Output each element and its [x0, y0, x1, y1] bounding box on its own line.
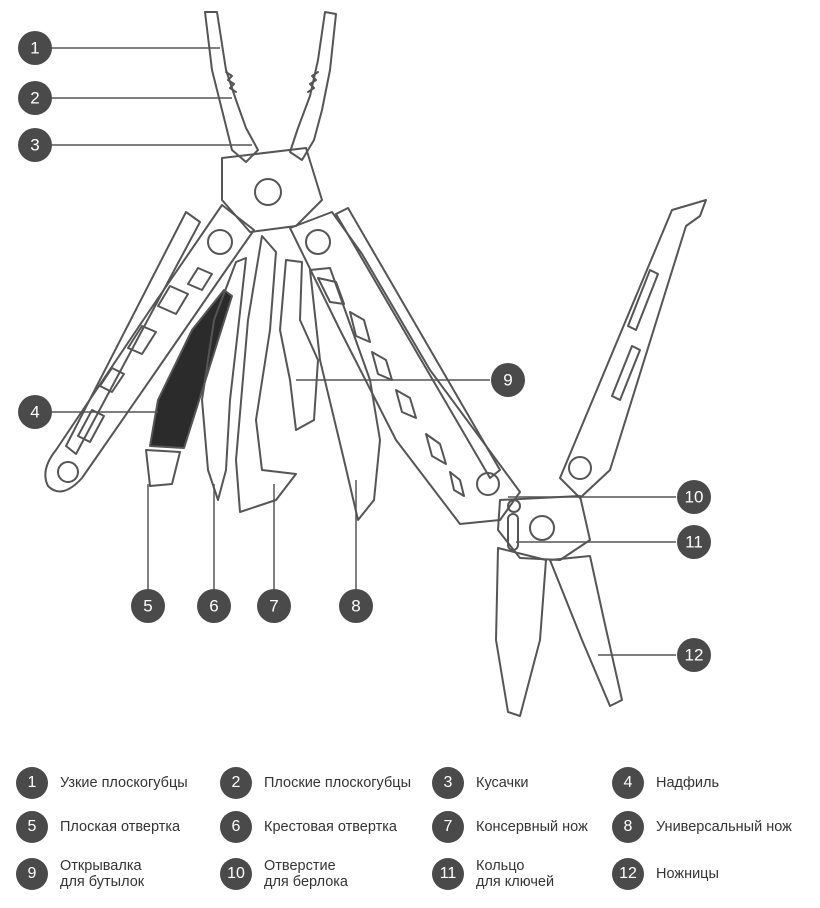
left-torx-screw	[207, 229, 233, 255]
legend-label: Кусачки	[476, 775, 529, 791]
callout-12: 12	[677, 638, 711, 672]
legend-num: 1	[16, 767, 48, 799]
legend-item-12: 12 Ножницы	[612, 858, 719, 890]
legend-num: 8	[612, 811, 644, 843]
bottle-opener	[279, 259, 319, 431]
callout-3: 3	[18, 128, 52, 162]
svg-text:9: 9	[503, 371, 512, 390]
svg-text:8: 8	[351, 597, 360, 616]
legend-label: Универсальный нож	[656, 819, 792, 835]
multitool-drawing	[44, 11, 707, 717]
legend-num: 10	[220, 858, 252, 890]
legend-item-6: 6 Крестовая отвертка	[220, 811, 397, 843]
callout-6: 6	[197, 589, 231, 623]
svg-text:12: 12	[685, 646, 704, 665]
scissors-spring-arm	[559, 199, 707, 499]
callout-7: 7	[257, 589, 291, 623]
needle-file	[149, 289, 233, 449]
legend-num: 6	[220, 811, 252, 843]
leader-lines	[52, 47, 676, 656]
svg-text:3: 3	[30, 136, 39, 155]
legend-num: 2	[220, 767, 252, 799]
jaw-teeth	[225, 71, 319, 93]
legend-item-9: 9 Открывалка для бутылок	[16, 858, 144, 890]
right-handle	[289, 211, 521, 525]
legend-label: Кольцо для ключей	[476, 858, 555, 890]
legend-num: 12	[612, 858, 644, 890]
left-handle-cutouts	[77, 267, 213, 443]
spring-arm-screw	[568, 456, 592, 480]
right-handle-rail	[335, 207, 501, 479]
right-torx-screw	[305, 229, 331, 255]
scissors-pivot	[529, 515, 555, 541]
pivot-bolt	[254, 178, 282, 206]
legend-label: Консервный нож	[476, 819, 588, 835]
right-jaw	[289, 11, 337, 161]
svg-text:4: 4	[30, 403, 39, 422]
scissors-blade-left	[495, 547, 547, 717]
spring-arm-slots	[611, 269, 659, 401]
legend-num: 5	[16, 811, 48, 843]
callout-11: 11	[677, 525, 711, 559]
legend-label: Надфиль	[656, 775, 720, 791]
legend-item-3: 3 Кусачки	[432, 767, 529, 799]
legend-label: Узкие плоскогубцы	[60, 775, 188, 791]
legend-num: 4	[612, 767, 644, 799]
can-opener	[235, 235, 297, 513]
legend-num: 11	[432, 858, 464, 890]
legend-item-2: 2 Плоские плоскогубцы	[220, 767, 411, 799]
keyring-hole	[507, 499, 521, 513]
svg-text:10: 10	[685, 488, 704, 507]
callout-8: 8	[339, 589, 373, 623]
legend-item-11: 11 Кольцо для ключей	[432, 858, 554, 890]
left-end-screw	[57, 461, 79, 483]
legend-item-4: 4 Надфиль	[612, 767, 719, 799]
legend-item-1: 1 Узкие плоскогубцы	[16, 767, 188, 799]
left-handle-rail	[65, 211, 201, 455]
svg-text:6: 6	[209, 597, 218, 616]
svg-text:2: 2	[30, 89, 39, 108]
legend-item-8: 8 Универсальный нож	[612, 811, 792, 843]
callout-9: 9	[491, 363, 525, 397]
universal-knife	[309, 267, 381, 521]
legend-label: Отверстие для берлока	[264, 858, 348, 890]
svg-text:7: 7	[269, 597, 278, 616]
callout-2: 2	[18, 81, 52, 115]
callout-1: 1	[18, 31, 52, 65]
key-ring	[507, 513, 519, 551]
scissors-torx-screw	[476, 472, 500, 496]
callout-4: 4	[18, 395, 52, 429]
legend-label: Крестовая отвертка	[264, 819, 397, 835]
callout-5: 5	[131, 589, 165, 623]
legend-num: 9	[16, 858, 48, 890]
legend-label: Плоские плоскогубцы	[264, 775, 411, 791]
legend-num: 7	[432, 811, 464, 843]
scissors-blade-right	[549, 555, 623, 707]
legend-label: Ножницы	[656, 866, 719, 882]
legend-item-10: 10 Отверстие для берлока	[220, 858, 348, 890]
left-jaw	[204, 11, 259, 163]
phillips-screwdriver	[201, 257, 247, 501]
legend-num: 3	[432, 767, 464, 799]
legend-item-7: 7 Консервный нож	[432, 811, 588, 843]
legend-item-5: 5 Плоская отвертка	[16, 811, 180, 843]
pliers-pivot-body	[221, 147, 323, 233]
svg-text:1: 1	[30, 39, 39, 58]
left-handle	[44, 204, 255, 493]
legend-label: Плоская отвертка	[60, 819, 181, 835]
flat-screwdriver	[145, 449, 181, 487]
svg-text:11: 11	[685, 533, 703, 552]
svg-text:5: 5	[143, 597, 152, 616]
legend-label: Открывалка для бутылок	[60, 858, 145, 890]
multitool-diagram: 1 2 3 4 5 6 7 8 9 10 11 12	[18, 11, 711, 717]
callout-10: 10	[677, 480, 711, 514]
